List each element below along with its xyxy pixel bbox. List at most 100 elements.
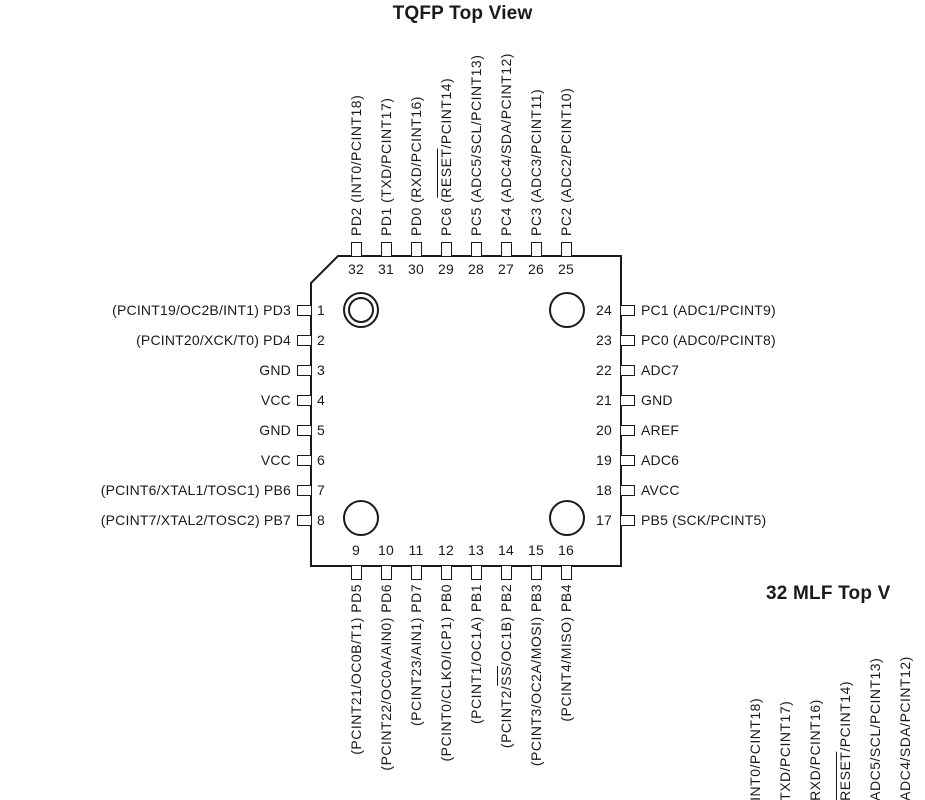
pin-31-label: PD1 (TXD/PCINT17) <box>378 97 394 236</box>
pin-6-number: 6 <box>317 452 325 468</box>
pin-30-number: 30 <box>408 261 424 277</box>
pin-24-number: 24 <box>596 302 612 318</box>
mlf-pin-label-6: (ADC4/SDA/PCINT12) <box>897 656 913 800</box>
pin-5-stub <box>297 425 312 436</box>
pin-20-number: 20 <box>596 422 612 438</box>
pin-22-number: 22 <box>596 362 612 378</box>
pin-23-stub <box>620 335 635 346</box>
pin-20-stub <box>620 425 635 436</box>
pin-23-label: PC0 (ADC0/PCINT8) <box>641 332 776 348</box>
pin-10-stub <box>381 565 392 580</box>
pin-9-number: 9 <box>352 542 360 558</box>
pin-12-number: 12 <box>438 542 454 558</box>
pin-30-label: PD0 (RXD/PCINT16) <box>408 96 424 236</box>
pin-27-label: PC4 (ADC4/SDA/PCINT12) <box>498 53 514 236</box>
pin-9-label: (PCINT21/OC0B/T1) PD5 <box>348 584 364 755</box>
pin-10-number: 10 <box>378 542 394 558</box>
pin-13-number: 13 <box>468 542 484 558</box>
pin-16-label: (PCINT4/MISO) PB4 <box>558 584 574 722</box>
mlf-pin-label-5: (ADC5/SCL/PCINT13) <box>867 657 883 800</box>
pin-21-label: GND <box>641 392 673 408</box>
pin-25-label: PC2 (ADC2/PCINT10) <box>558 87 574 236</box>
pin-28-number: 28 <box>468 261 484 277</box>
pin-17-number: 17 <box>596 512 612 528</box>
pin-15-label: (PCINT3/OC2A/MOSI) PB3 <box>528 584 544 767</box>
pin1-indicator-outer-circle <box>343 292 379 328</box>
pin-4-stub <box>297 395 312 406</box>
pin-3-label: GND <box>259 362 291 378</box>
pin-28-stub <box>471 242 482 257</box>
mlf-pin-label-3: (RXD/PCINT16) <box>807 699 823 800</box>
mlf-pin-label-2: (TXD/PCINT17) <box>777 700 793 800</box>
pin-13-label: (PCINT1/OC1A) PB1 <box>468 584 484 724</box>
chip-outline <box>310 255 622 567</box>
pin-8-label: (PCINT7/XTAL2/TOSC2) PB7 <box>100 512 291 528</box>
pin-7-label: (PCINT6/XTAL1/TOSC1) PB6 <box>100 482 291 498</box>
pin-29-stub <box>441 242 452 257</box>
pin-4-number: 4 <box>317 392 325 408</box>
pin-17-label: PB5 (SCK/PCINT5) <box>641 512 767 528</box>
pin-12-stub <box>441 565 452 580</box>
pin-18-number: 18 <box>596 482 612 498</box>
pin-9-stub <box>351 565 362 580</box>
pin-19-stub <box>620 455 635 466</box>
pin-25-stub <box>561 242 572 257</box>
pin-15-number: 15 <box>528 542 544 558</box>
pin-7-number: 7 <box>317 482 325 498</box>
pin-16-stub <box>561 565 572 580</box>
pin-27-number: 27 <box>498 261 514 277</box>
pin-32-stub <box>351 242 362 257</box>
mlf-pin-label-4: (RESET/PCINT14) <box>837 681 853 800</box>
pin-14-number: 14 <box>498 542 514 558</box>
pin-20-label: AREF <box>641 422 680 438</box>
pin1-indicator-inner-circle <box>348 297 374 323</box>
pin-11-label: (PCINT23/AIN1) PD7 <box>408 584 424 727</box>
pin-8-number: 8 <box>317 512 325 528</box>
pin-13-stub <box>471 565 482 580</box>
figure-title: TQFP Top View <box>392 3 533 24</box>
pin-18-label: AVCC <box>641 482 680 498</box>
pin-29-number: 29 <box>438 261 454 277</box>
pin-32-number: 32 <box>348 261 364 277</box>
pin-25-number: 25 <box>558 261 574 277</box>
pin-14-stub <box>501 565 512 580</box>
pin-21-number: 21 <box>596 392 612 408</box>
corner-circle-bottom-right <box>549 500 585 536</box>
pin-1-stub <box>297 305 312 316</box>
pin-24-stub <box>620 305 635 316</box>
pin-22-stub <box>620 365 635 376</box>
pin-6-label: VCC <box>260 452 291 468</box>
pin-3-number: 3 <box>317 362 325 378</box>
pin-10-label: (PCINT22/OC0A/AIN0) PD6 <box>378 584 394 771</box>
pin-8-stub <box>297 515 312 526</box>
pin-31-stub <box>381 242 392 257</box>
pin-26-label: PC3 (ADC3/PCINT11) <box>528 88 544 236</box>
pin-12-label: (PCINT0/CLKO/ICP1) PB0 <box>438 584 454 762</box>
corner-circle-bottom-left <box>343 500 379 536</box>
pin-11-number: 11 <box>408 542 424 558</box>
pin-17-stub <box>620 515 635 526</box>
pin-24-label: PC1 (ADC1/PCINT9) <box>641 302 776 318</box>
mlf-pin-label-1: (INT0/PCINT18) <box>747 697 763 800</box>
pin-15-stub <box>531 565 542 580</box>
pin-22-label: ADC7 <box>641 362 680 378</box>
pin-16-number: 16 <box>558 542 574 558</box>
mlf-figure-title: 32 MLF Top V <box>766 583 891 604</box>
pin-28-label: PC5 (ADC5/SCL/PCINT13) <box>468 54 484 236</box>
pin-27-stub <box>501 242 512 257</box>
pin-29-label: PC6 (RESET/PCINT14) <box>438 77 454 236</box>
pin-26-number: 26 <box>528 261 544 277</box>
pin-23-number: 23 <box>596 332 612 348</box>
pin-7-stub <box>297 485 312 496</box>
pin-5-number: 5 <box>317 422 325 438</box>
pin-6-stub <box>297 455 312 466</box>
pin-1-label: (PCINT19/OC2B/INT1) PD3 <box>112 302 291 318</box>
pin-1-number: 1 <box>317 302 325 318</box>
pin-2-number: 2 <box>317 332 325 348</box>
chip-body <box>310 255 622 567</box>
pin-3-stub <box>297 365 312 376</box>
pin-32-label: PD2 (INT0/PCINT18) <box>348 94 364 236</box>
pin-2-stub <box>297 335 312 346</box>
pin-11-stub <box>411 565 422 580</box>
